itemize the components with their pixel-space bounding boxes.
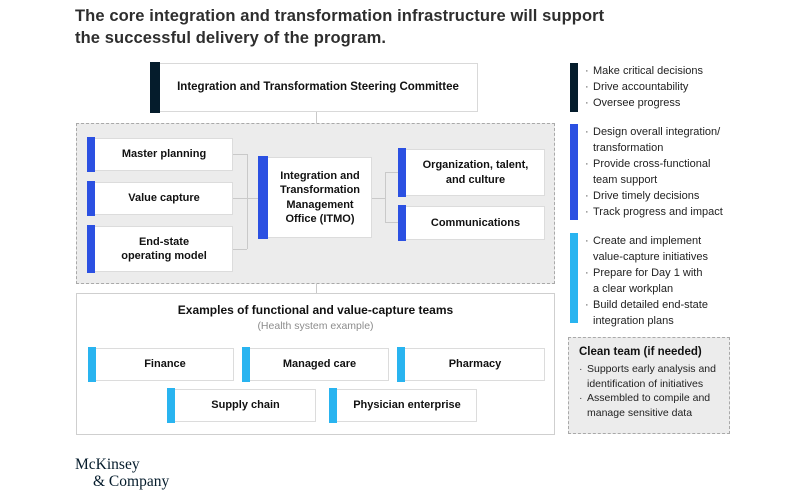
itmo-responsibilities-list: ·Design overall integration/ transformat… [585, 124, 775, 220]
bullet-icon: · [579, 363, 583, 375]
list-item: ·Create and implement value-capture init… [585, 235, 708, 263]
end-state-label: End-state operating model [121, 235, 207, 262]
cyan-accent-bar [397, 347, 405, 382]
logo-line-1: McKinsey [75, 456, 140, 473]
itmo-box: Integration and Transformation Managemen… [258, 156, 372, 239]
cyan-accent-bar [167, 388, 175, 423]
blue-accent-bar [258, 156, 268, 239]
bullet-icon: · [585, 190, 589, 202]
cyan-legend-bar [570, 233, 578, 323]
bullet-icon: · [585, 158, 589, 170]
list-item: ·Prepare for Day 1 with a clear workplan [585, 267, 703, 295]
bullet-icon: · [579, 392, 583, 404]
connector-itmo-rightspine [372, 198, 385, 199]
supply-chain-box: Supply chain [167, 388, 316, 423]
navy-accent-bar [150, 62, 160, 113]
connector-value-itmo [233, 198, 258, 199]
bullet-icon: · [585, 65, 589, 77]
examples-subtitle: (Health system example) [257, 320, 374, 332]
blue-accent-bar [398, 205, 406, 241]
pharmacy-box: Pharmacy [397, 347, 545, 382]
physician-enterprise-label: Physician enterprise [353, 399, 461, 412]
master-planning-box: Master planning [87, 137, 233, 172]
cyan-accent-bar [88, 347, 96, 382]
clean-team-box: Clean team (if needed) ·Supports early a… [568, 337, 730, 434]
end-state-box: End-state operating model [87, 225, 233, 273]
connector-spine-comms [385, 222, 398, 223]
logo-line-2: & Company [93, 473, 170, 490]
cyan-accent-bar [329, 388, 337, 423]
clean-team-title: Clean team (if needed) [579, 346, 702, 358]
navy-legend-bar [570, 63, 578, 112]
steering-responsibilities-list: ·Make critical decisions ·Drive accounta… [585, 63, 775, 111]
blue-legend-bar [570, 124, 578, 220]
managed-care-label: Managed care [282, 358, 357, 371]
itmo-label: Integration and Transformation Managemen… [279, 169, 361, 225]
value-capture-box: Value capture [87, 181, 233, 216]
blue-accent-bar [398, 148, 406, 197]
examples-title: Examples of functional and value-capture… [177, 303, 454, 317]
list-item: ·Make critical decisions [585, 65, 704, 77]
bullet-icon: · [585, 126, 589, 138]
list-item: ·Design overall integration/ transformat… [585, 126, 721, 154]
connector-master-spine [233, 154, 247, 155]
list-item: ·Provide cross-functional team support [585, 158, 711, 186]
blue-accent-bar [87, 225, 95, 273]
communications-box: Communications [398, 205, 545, 241]
steering-committee-box: Integration and Transformation Steering … [150, 62, 478, 113]
connector-endstate-spine [233, 249, 247, 250]
managed-care-box: Managed care [242, 347, 389, 382]
bullet-icon: · [585, 206, 589, 218]
value-capture-label: Value capture [128, 192, 200, 205]
connector-right-spine [385, 172, 386, 223]
blue-accent-bar [87, 181, 95, 216]
list-item: ·Build detailed end-state integration pl… [585, 299, 708, 327]
bullet-icon: · [585, 267, 589, 279]
page-title: The core integration and transformation … [75, 7, 605, 47]
list-item: ·Supports early analysis and identificat… [579, 363, 716, 390]
list-item: ·Drive timely decisions [585, 190, 700, 202]
connector-left-spine [247, 154, 248, 249]
communications-label: Communications [430, 216, 521, 229]
list-item: ·Track progress and impact [585, 206, 723, 218]
organization-talent-culture-label: Organization, talent, and culture [422, 159, 529, 186]
mckinsey-logo: McKinsey & Company [75, 456, 169, 490]
finance-label: Finance [144, 358, 186, 371]
blue-accent-bar [87, 137, 95, 172]
bullet-icon: · [585, 299, 589, 311]
steering-committee-label: Integration and Transformation Steering … [177, 81, 459, 94]
cyan-accent-bar [242, 347, 250, 382]
bullet-icon: · [585, 97, 589, 109]
list-item: ·Drive accountability [585, 81, 689, 93]
connector-spine-org [385, 172, 398, 173]
organization-talent-culture-box: Organization, talent, and culture [398, 148, 545, 197]
team-responsibilities-list: ·Create and implement value-capture init… [585, 233, 775, 329]
physician-enterprise-box: Physician enterprise [329, 388, 477, 423]
pharmacy-label: Pharmacy [448, 358, 502, 371]
list-item: ·Assembled to compile and manage sensiti… [579, 392, 711, 419]
master-planning-label: Master planning [121, 148, 207, 161]
list-item: ·Oversee progress [585, 97, 681, 109]
bullet-icon: · [585, 235, 589, 247]
supply-chain-label: Supply chain [211, 399, 280, 412]
finance-box: Finance [88, 347, 234, 382]
bullet-icon: · [585, 81, 589, 93]
